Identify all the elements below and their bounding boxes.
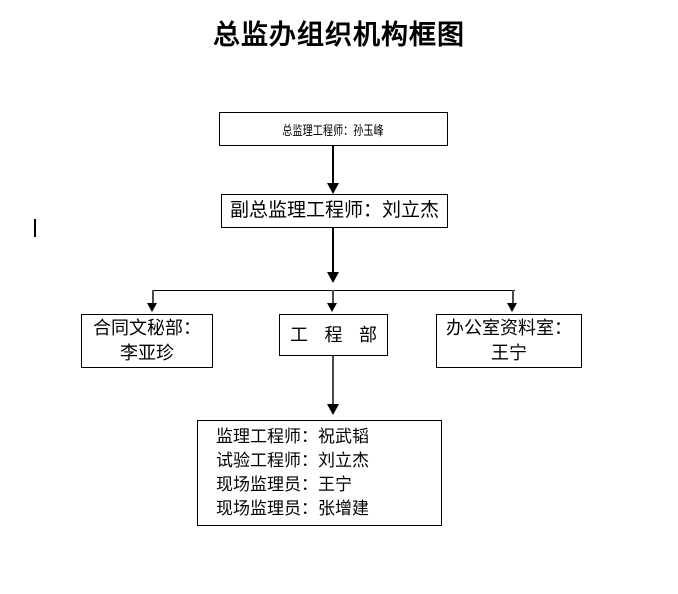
org-node-contract-department[interactable]: 合同文秘部： 李亚珍 bbox=[81, 314, 213, 368]
org-node-contract-department-line-1: 合同文秘部： bbox=[93, 318, 201, 338]
org-node-deputy-director-line-1: 副总监理工程师：刘立杰 bbox=[229, 200, 439, 221]
org-node-staff-roster[interactable]: 监理工程师：祝武韬 试验工程师：刘立杰 现场监理员：王宁 现场监理员：张增建 bbox=[197, 420, 442, 526]
org-node-contract-department-line-2: 李亚珍 bbox=[120, 343, 174, 363]
arrowhead-bus-to-contract-icon bbox=[147, 303, 157, 312]
connector-bus-to-contract bbox=[152, 290, 154, 305]
connector-engineering-to-staff bbox=[332, 356, 334, 408]
arrowhead-deputy-to-bus-icon bbox=[327, 272, 339, 283]
org-node-office-archives-line-1: 办公室资料室： bbox=[446, 318, 572, 338]
connector-bus-to-office bbox=[512, 290, 514, 305]
org-node-staff-roster-line-4: 现场监理员：张增建 bbox=[216, 499, 369, 518]
text-caret-artifact bbox=[34, 219, 36, 237]
page-title: 总监办组织机构框图 bbox=[213, 20, 465, 50]
org-node-office-archives[interactable]: 办公室资料室： 王宁 bbox=[436, 314, 582, 368]
org-node-engineering-department-line-1: 工 程 部 bbox=[290, 324, 383, 345]
arrowhead-director-to-deputy-icon bbox=[327, 183, 339, 194]
org-node-director[interactable]: 总监理工程师：孙玉峰 bbox=[219, 112, 448, 146]
org-node-office-archives-line-2: 王宁 bbox=[491, 343, 527, 363]
arrowhead-bus-to-office-icon bbox=[507, 303, 517, 312]
connector-deputy-to-bus bbox=[332, 228, 334, 274]
org-node-staff-roster-line-3: 现场监理员：王宁 bbox=[216, 475, 352, 494]
org-node-staff-roster-line-2: 试验工程师：刘立杰 bbox=[216, 451, 369, 470]
org-node-staff-roster-line-1: 监理工程师：祝武韬 bbox=[216, 427, 369, 446]
org-node-engineering-department[interactable]: 工 程 部 bbox=[279, 314, 388, 356]
org-node-director-line-1: 总监理工程师：孙玉峰 bbox=[282, 122, 385, 138]
connector-director-to-deputy bbox=[332, 146, 334, 184]
connector-bus-to-engineering bbox=[332, 290, 334, 305]
org-node-deputy-director[interactable]: 副总监理工程师：刘立杰 bbox=[221, 194, 448, 228]
arrowhead-bus-to-engineering-icon bbox=[327, 303, 337, 312]
arrowhead-engineering-to-staff-icon bbox=[327, 404, 339, 415]
